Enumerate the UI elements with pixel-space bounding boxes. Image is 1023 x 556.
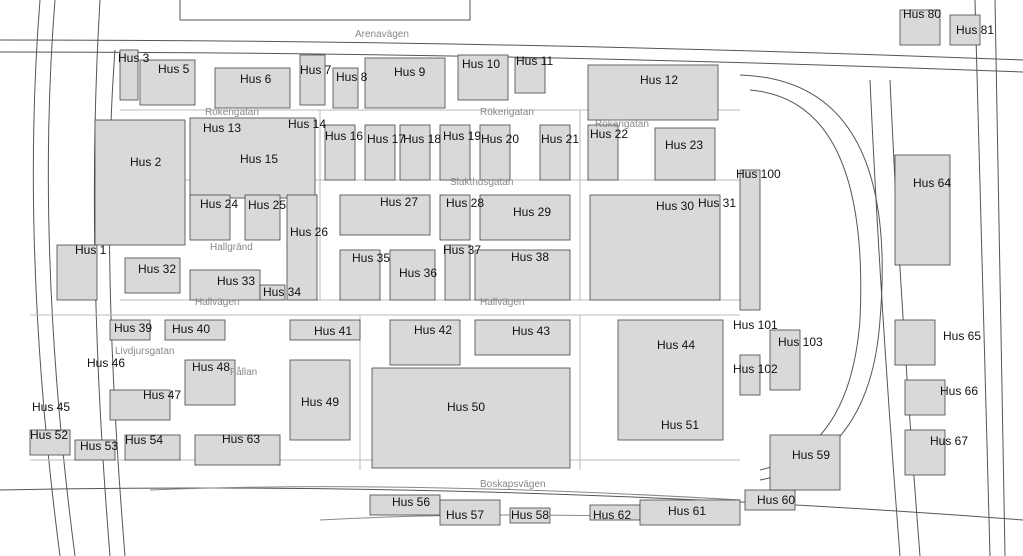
building-label: Hus 31 <box>698 196 737 210</box>
building-label: Hus 19 <box>443 129 482 143</box>
building-label: Hus 100 <box>736 167 781 181</box>
building-label: Hus 56 <box>392 495 431 509</box>
building-label: Hus 57 <box>446 508 485 522</box>
building-label: Hus 8 <box>336 70 368 84</box>
building-label: Hus 54 <box>125 433 164 447</box>
building-label: Hus 9 <box>394 65 426 79</box>
building-label: Hus 101 <box>733 318 778 332</box>
building-label: Hus 26 <box>290 225 329 239</box>
building-label: Hus 16 <box>325 129 364 143</box>
street-label: Rökerigatan <box>480 107 534 118</box>
street-label: Rökerigatan <box>205 107 259 118</box>
building-label: Hus 102 <box>733 362 778 376</box>
building-label: Hus 20 <box>481 132 520 146</box>
building-label: Hus 67 <box>930 434 969 448</box>
building-label: Hus 44 <box>657 338 696 352</box>
street-label: Boskapsvägen <box>480 479 546 490</box>
building-label: Hus 64 <box>913 176 952 190</box>
street-label: Livdjursgatan <box>115 346 175 357</box>
building-label: Hus 23 <box>665 138 704 152</box>
building-label: Hus 21 <box>541 132 580 146</box>
building-label: Hus 52 <box>30 428 69 442</box>
building-label: Hus 25 <box>248 198 287 212</box>
building-label: Hus 6 <box>240 72 272 86</box>
street-label: Arenavägen <box>355 29 409 40</box>
building-label: Hus 7 <box>300 63 332 77</box>
building-label: Hus 14 <box>288 117 327 131</box>
building-label: Hus 38 <box>511 250 550 264</box>
building-label: Hus 27 <box>380 195 419 209</box>
street-label: Slakthusgatan <box>450 177 514 188</box>
building-label: Hus 80 <box>903 7 942 21</box>
building-label: Hus 39 <box>114 321 153 335</box>
building-label: Hus 42 <box>414 323 453 337</box>
building-label: Hus 11 <box>516 54 554 68</box>
building-label: Hus 47 <box>143 388 182 402</box>
building-label: Hus 18 <box>403 132 442 146</box>
building-label: Hus 3 <box>118 51 150 65</box>
building-label: Hus 41 <box>314 324 353 338</box>
street-label: Hallvägen <box>480 297 525 308</box>
building-label: Hus 34 <box>263 285 302 299</box>
building-label: Hus 15 <box>240 152 279 166</box>
building-label: Hus 60 <box>757 493 796 507</box>
building-label: Hus 1 <box>75 243 107 257</box>
building-label: Hus 65 <box>943 329 982 343</box>
building-label: Hus 10 <box>462 57 501 71</box>
building-label: Hus 51 <box>661 418 700 432</box>
building-label: Hus 2 <box>130 155 162 169</box>
building-label: Hus 12 <box>640 73 679 87</box>
building-label: Hus 32 <box>138 262 177 276</box>
building-label: Hus 59 <box>792 448 831 462</box>
building-label: Hus 29 <box>513 205 552 219</box>
building-label: Hus 45 <box>32 400 71 414</box>
street-label: Rökerigatan <box>595 119 649 130</box>
building-label: Hus 46 <box>87 356 126 370</box>
building-label: Hus 5 <box>158 62 190 76</box>
building-label: Hus 13 <box>203 121 242 135</box>
street-label: Fållan <box>230 367 258 378</box>
building-label: Hus 61 <box>668 504 707 518</box>
building-label: Hus 24 <box>200 197 239 211</box>
building-label: Hus 103 <box>778 335 823 349</box>
street-label: Hallgränd <box>210 242 253 253</box>
building-label: Hus 53 <box>80 439 119 453</box>
building-label: Hus 62 <box>593 508 632 522</box>
street-label: Hallvägen <box>195 297 240 308</box>
building-label: Hus 17 <box>367 132 406 146</box>
building-label: Hus 63 <box>222 432 261 446</box>
building-label: Hus 50 <box>447 400 486 414</box>
building-label: Hus 30 <box>656 199 695 213</box>
building-label: Hus 22 <box>590 127 629 141</box>
building-label: Hus 58 <box>511 508 550 522</box>
building-label: Hus 81 <box>956 23 995 37</box>
building-label: Hus 43 <box>512 324 551 338</box>
building-label: Hus 37 <box>443 243 482 257</box>
building-label: Hus 48 <box>192 360 231 374</box>
building-label: Hus 66 <box>940 384 979 398</box>
building-label: Hus 35 <box>352 251 391 265</box>
building-label: Hus 33 <box>217 274 256 288</box>
building-label: Hus 28 <box>446 196 485 210</box>
building-label: Hus 49 <box>301 395 340 409</box>
building-label: Hus 36 <box>399 266 438 280</box>
building-label: Hus 40 <box>172 322 211 336</box>
